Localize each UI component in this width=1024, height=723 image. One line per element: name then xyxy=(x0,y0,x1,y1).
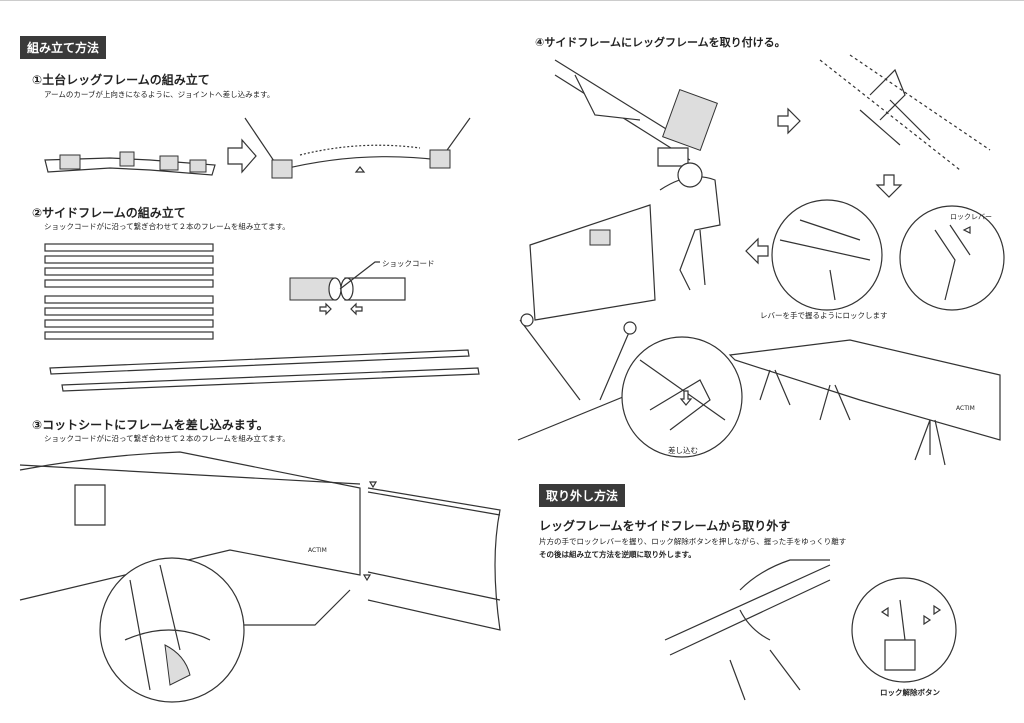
lock-lever-closeup-circle xyxy=(899,205,1005,311)
removal-desc-1: 片方の手でロックレバーを握り、ロック解除ボタンを押しながら、握った手をゆっくり離… xyxy=(539,537,847,546)
insert-detail-circle xyxy=(99,557,245,703)
leg-insert-illustration xyxy=(517,313,641,441)
side-frame-parts-illustration xyxy=(44,243,214,340)
assembly-section-badge: 組み立て方法 xyxy=(20,36,107,59)
lock-lever-label: ロックレバー xyxy=(950,213,992,221)
step4-title: ④サイドフレームにレッグフレームを取り付ける。 xyxy=(535,36,786,49)
brand-logo: ACTIM xyxy=(308,547,327,554)
removal-section-badge: 取り外し方法 xyxy=(539,484,626,507)
person-assembling-illustration xyxy=(529,162,721,321)
insert-detail-circle xyxy=(621,336,743,458)
assembled-cot-illustration xyxy=(728,339,1001,466)
assembled-side-frames-illustration xyxy=(49,349,480,392)
leg-attach-illustration xyxy=(554,59,718,167)
shock-cord-joint-illustration xyxy=(289,261,406,316)
removal-desc-2: その後は組み立て方法を逆順に取り外します。 xyxy=(539,550,696,559)
brand-logo: ACTIM xyxy=(956,405,975,412)
step3-desc: ショックコードがに沿って繋ぎ合わせて２本のフレームを組み立てます。 xyxy=(44,434,290,443)
page-border xyxy=(0,0,1024,1)
step2-title: ②サイドフレームの組み立て xyxy=(32,206,186,220)
leg-frame-parts-illustration xyxy=(44,151,216,176)
removal-hands-illustration xyxy=(664,559,831,701)
arrow-down-icon xyxy=(875,174,903,198)
arrow-left-icon xyxy=(745,237,769,265)
lock-instruction-label: レバーを手で握るようにロックします xyxy=(760,311,888,320)
arrow-right-icon xyxy=(227,138,257,174)
arrow-right-icon xyxy=(777,107,801,135)
assembled-leg-frame-illustration xyxy=(244,117,471,179)
step1-title: ①土台レッグフレームの組み立て xyxy=(32,73,210,87)
insert-label: 差し込む xyxy=(668,446,698,455)
lock-lever-circle xyxy=(771,199,883,311)
release-button-label: ロック解除ボタン xyxy=(880,688,940,697)
step2-desc: ショックコードがに沿って繋ぎ合わせて２本のフレームを組み立てます。 xyxy=(44,222,290,231)
step1-desc: アームのカーブが上向きになるように、ジョイントへ差し込みます。 xyxy=(44,90,275,99)
leg-attach-closeup-illustration xyxy=(819,54,991,171)
step3-title: ③コットシートにフレームを差し込みます。 xyxy=(32,418,269,432)
removal-title: レッグフレームをサイドフレームから取り外す xyxy=(539,519,791,533)
cot-sheet-illustration xyxy=(19,451,501,631)
shock-cord-label: ショックコード xyxy=(382,259,435,268)
